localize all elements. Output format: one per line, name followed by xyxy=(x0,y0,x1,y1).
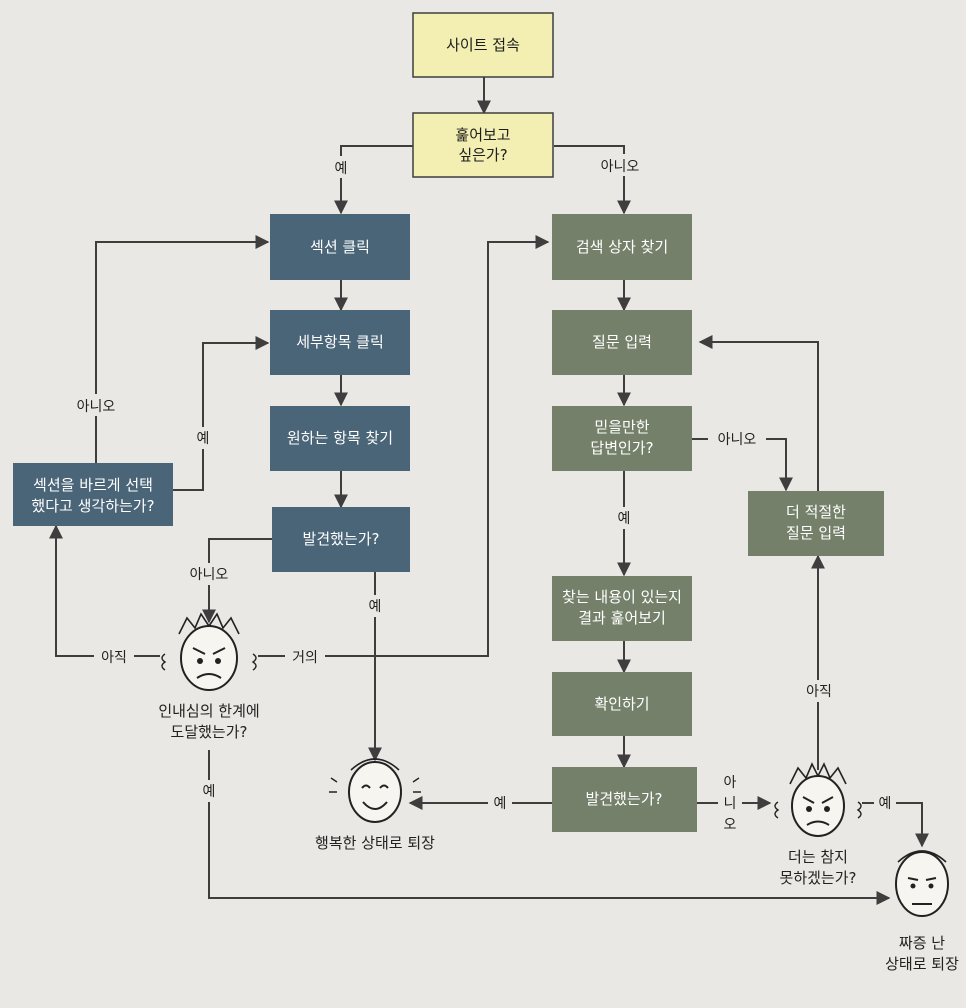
label-browse-no: 아니오 xyxy=(601,159,640,175)
node-find-searchbox-label: 검색 상자 찾기 xyxy=(576,238,668,256)
label-limit-not-yet: 아직 xyxy=(101,650,127,666)
label-found-left-no: 아니오 xyxy=(190,567,229,583)
label-found-right-no-1: 아 xyxy=(724,775,737,791)
node-credible-line2: 답변인가? xyxy=(590,439,653,457)
node-find-item: 원하는 항목 찾기 xyxy=(270,406,410,471)
node-right-section-question: 섹션을 바르게 선택 했다고 생각하는가? xyxy=(13,463,173,526)
angry-face-icon xyxy=(161,612,257,691)
node-browse-question-line1: 훑어보고 xyxy=(455,126,510,144)
caption-cant-stand-line1: 더는 참지 xyxy=(788,848,848,866)
node-find-item-label: 원하는 항목 찾기 xyxy=(287,429,393,447)
annoyed-face-icon xyxy=(895,850,949,917)
node-detail-click-label: 세부항목 클릭 xyxy=(296,333,384,351)
label-found-right-no-2: 니 xyxy=(724,796,737,812)
edge-browse-yes xyxy=(334,145,414,215)
happy-face-icon xyxy=(329,758,421,823)
node-better-question-line2: 질문 입력 xyxy=(786,524,846,542)
node-site-access-label: 사이트 접속 xyxy=(446,36,520,54)
node-found-left: 발견했는가? xyxy=(272,507,410,572)
label-limit-yes: 예 xyxy=(203,784,216,800)
angry-face-icon xyxy=(774,762,862,837)
node-section-click-label: 섹션 클릭 xyxy=(310,238,370,256)
edge-better-to-question xyxy=(698,335,819,492)
edge-labels: 예 아니오 아니오 예 아니오 예 아직 거의 예 아니오 예 예 아 니 오 … xyxy=(72,154,896,834)
node-enter-question-label: 질문 입력 xyxy=(592,333,652,351)
label-browse-yes: 예 xyxy=(335,161,348,177)
label-cant-stand-not-yet: 아직 xyxy=(806,684,832,700)
node-browse-results-line1: 찾는 내용이 있는지 xyxy=(562,588,682,606)
node-right-section-line1: 섹션을 바르게 선택 xyxy=(33,476,153,494)
edge-right-section-yes xyxy=(173,336,270,491)
label-credible-yes: 예 xyxy=(618,511,631,527)
edge-browse-no xyxy=(554,145,631,215)
node-credible-line1: 믿을만한 xyxy=(594,418,649,436)
caption-annoyed-line1: 짜증 난 xyxy=(899,934,945,952)
node-better-question: 더 적절한 질문 입력 xyxy=(748,491,884,556)
edge-found-left-no xyxy=(202,538,272,624)
caption-cant-stand-line2: 못하겠는가? xyxy=(780,869,857,887)
label-found-right-no-3: 오 xyxy=(724,817,737,833)
node-section-click: 섹션 클릭 xyxy=(270,214,410,280)
node-browse-question-line2: 싶은가? xyxy=(458,146,507,164)
label-found-right-yes: 예 xyxy=(494,796,507,812)
label-found-left-yes: 예 xyxy=(369,599,382,615)
label-cant-stand-yes: 예 xyxy=(879,796,892,812)
node-found-left-label: 발견했는가? xyxy=(303,530,380,548)
node-site-access: 사이트 접속 xyxy=(412,12,554,78)
node-enter-question: 질문 입력 xyxy=(552,310,692,375)
node-found-right-label: 발견했는가? xyxy=(586,790,663,808)
label-limit-almost: 거의 xyxy=(292,650,318,666)
node-browse-results-line2: 결과 훑어보기 xyxy=(578,609,666,627)
caption-limit-line1: 인내심의 한계에 xyxy=(158,702,259,720)
label-right-section-yes: 예 xyxy=(197,431,210,447)
edge-limit-not-yet xyxy=(49,524,160,657)
edge-limit-almost xyxy=(258,235,550,657)
label-credible-no: 아니오 xyxy=(718,432,757,448)
caption-happy-exit: 행복한 상태로 퇴장 xyxy=(315,834,435,852)
node-browse-results: 찾는 내용이 있는지 결과 훑어보기 xyxy=(552,576,692,641)
node-check: 확인하기 xyxy=(552,672,692,736)
node-better-question-line1: 더 적절한 xyxy=(786,503,846,521)
node-right-section-line2: 했다고 생각하는가? xyxy=(31,497,154,515)
edges xyxy=(49,77,929,905)
node-find-searchbox: 검색 상자 찾기 xyxy=(552,214,692,280)
caption-limit-line2: 도달했는가? xyxy=(171,723,248,741)
node-check-label: 확인하기 xyxy=(594,695,649,713)
node-browse-question: 훑어보고 싶은가? xyxy=(412,112,554,178)
node-found-right: 발견했는가? xyxy=(552,767,697,832)
node-credible-question: 믿을만한 답변인가? xyxy=(552,406,692,471)
node-detail-click: 세부항목 클릭 xyxy=(270,310,410,375)
label-right-section-no: 아니오 xyxy=(77,399,116,415)
edge-right-section-no xyxy=(95,235,270,463)
caption-annoyed-line2: 상태로 퇴장 xyxy=(885,955,959,973)
